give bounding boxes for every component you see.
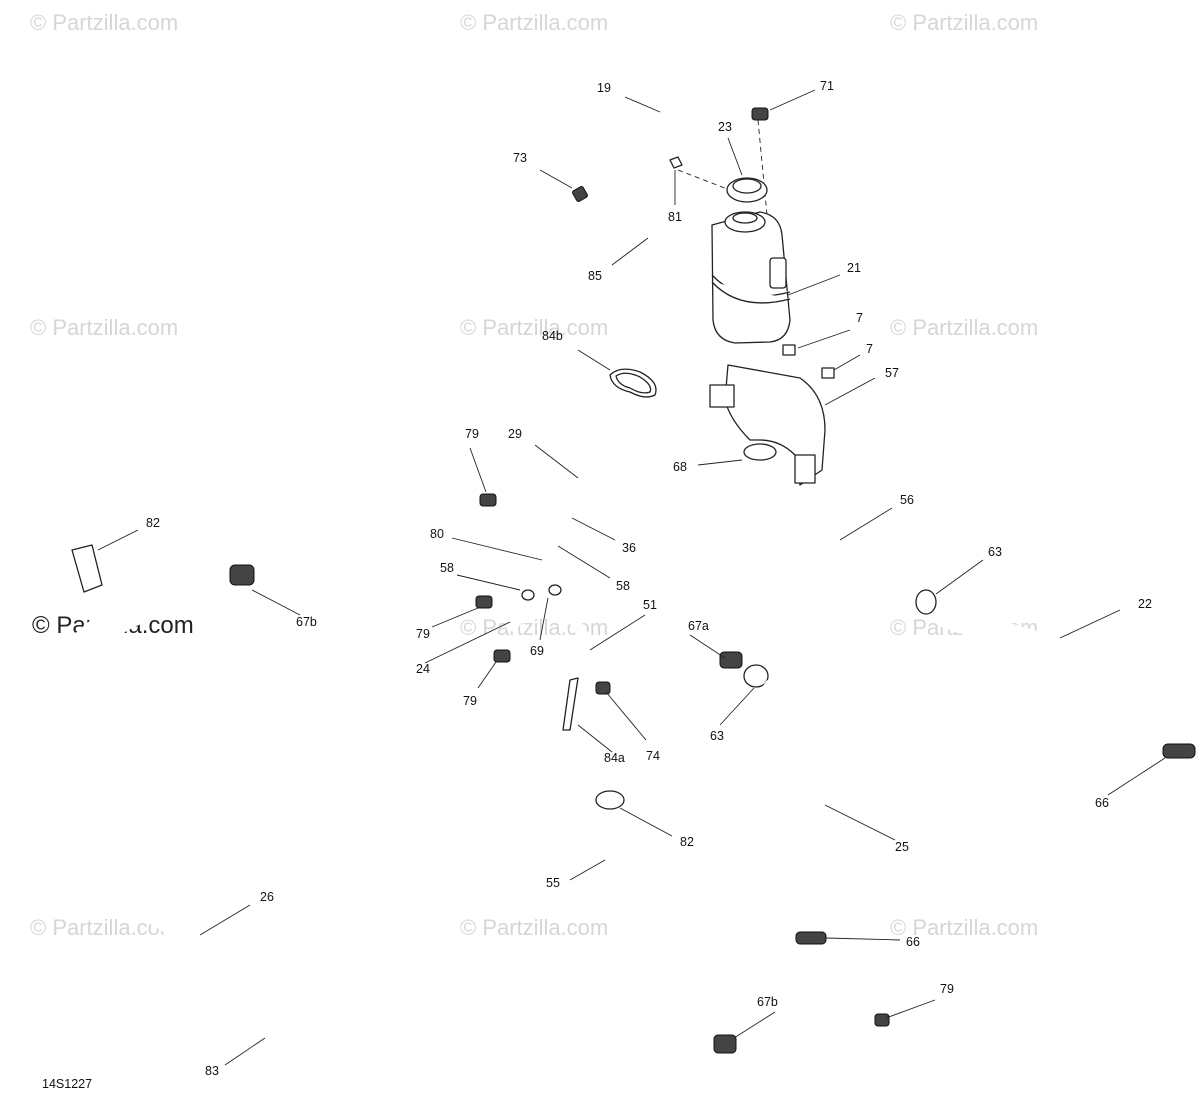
hose-36 (497, 478, 580, 533)
callout-labels: 19 71 23 73 81 21 85 7 7 84b 57 79 29 68… (146, 79, 1152, 1078)
watermark: © Partzilla.com (460, 915, 608, 940)
callout-7b: 7 (866, 342, 873, 356)
callout-57: 57 (885, 366, 899, 380)
callout-66b: 66 (906, 935, 920, 949)
callout-79d: 79 (940, 982, 954, 996)
hose-19 (581, 36, 765, 192)
clamp-63b (743, 664, 769, 688)
watermark: © Partzilla.com (460, 10, 608, 35)
callout-69: 69 (530, 644, 544, 658)
clamp-63a (915, 589, 937, 615)
watermark: © Partzilla.com (30, 10, 178, 35)
clamp-66a (1162, 743, 1196, 759)
clamp-66b (795, 931, 827, 945)
callout-67b-a: 67b (296, 615, 317, 629)
callout-82b: 82 (680, 835, 694, 849)
leader-lines (97, 89, 1166, 1066)
callout-63a: 63 (988, 545, 1002, 559)
tee-80 (530, 540, 564, 600)
callout-21: 21 (847, 261, 861, 275)
callout-56: 56 (900, 493, 914, 507)
callout-63b: 63 (710, 729, 724, 743)
callout-80: 80 (430, 527, 444, 541)
callout-84a: 84a (604, 751, 625, 765)
clamp-82b (595, 790, 625, 810)
watermarks: © Partzilla.com © Partzilla.com © Partzi… (30, 10, 1038, 940)
callout-84b: 84b (542, 329, 563, 343)
clamp-71 (751, 107, 769, 121)
callout-83: 83 (205, 1064, 219, 1078)
hose-56 (748, 476, 841, 662)
clamp-79a (479, 493, 497, 507)
callout-51: 51 (643, 598, 657, 612)
watermark: © Partzilla.com (460, 315, 608, 340)
callout-68: 68 (673, 460, 687, 474)
clamp-73 (572, 186, 588, 202)
reservoir-21 (711, 211, 791, 344)
watermark: © Partzilla.com (890, 915, 1038, 940)
callout-26: 26 (260, 890, 274, 904)
callout-67b-b: 67b (757, 995, 778, 1009)
elbow-29 (570, 470, 600, 496)
watermark: © Partzilla.com (890, 315, 1038, 340)
callout-81: 81 (668, 210, 682, 224)
clamp-68 (743, 443, 777, 461)
watermark: © Partzilla.com (30, 315, 178, 340)
hose-25 (762, 677, 908, 918)
callout-66a: 66 (1095, 796, 1109, 810)
seal-84b (609, 368, 657, 398)
clamp-58a (521, 589, 535, 601)
callout-25: 25 (895, 840, 909, 854)
clamp-67b-b (713, 1034, 737, 1054)
clamp-74 (595, 681, 611, 695)
callout-74: 74 (646, 749, 660, 763)
callout-22: 22 (1138, 597, 1152, 611)
seal-82a (71, 544, 103, 593)
callout-36: 36 (622, 541, 636, 555)
clamp-79c (493, 649, 511, 663)
hose-83 (131, 966, 454, 1059)
clamp-79d (874, 1013, 890, 1027)
connector-81 (669, 156, 683, 169)
clamp-67b-a (229, 564, 255, 586)
diagram-code: 14S1227 (42, 1077, 92, 1091)
bracket-57 (709, 364, 826, 486)
hose-24 (505, 593, 535, 632)
hose-55 (504, 657, 888, 1023)
callout-55: 55 (546, 876, 560, 890)
callout-73: 73 (513, 151, 527, 165)
callout-71: 71 (820, 79, 834, 93)
callout-29: 29 (508, 427, 522, 441)
callout-7a: 7 (856, 311, 863, 325)
callout-67a: 67a (688, 619, 709, 633)
callout-58a: 58 (440, 561, 454, 575)
callout-79a: 79 (465, 427, 479, 441)
nut-7a (782, 344, 796, 356)
cap-23 (726, 177, 768, 203)
hose-51 (559, 594, 646, 703)
callout-19: 19 (597, 81, 611, 95)
assembly-line (757, 119, 776, 301)
hose-85 (630, 151, 675, 398)
clamp-69 (548, 584, 562, 596)
callout-58b: 58 (616, 579, 630, 593)
callout-79c: 79 (463, 694, 477, 708)
hose-22 (932, 602, 1193, 733)
nut-7b (821, 367, 835, 379)
hose-26 (33, 577, 705, 1060)
assembly-line (677, 169, 736, 193)
callout-23: 23 (718, 120, 732, 134)
clamp-67a (719, 651, 743, 669)
callout-82a: 82 (146, 516, 160, 530)
clamp-79b (475, 595, 493, 609)
seal-84a (562, 677, 579, 731)
callout-24: 24 (416, 662, 430, 676)
watermark: © Partzilla.com (890, 10, 1038, 35)
callout-85: 85 (588, 269, 602, 283)
callout-79b: 79 (416, 627, 430, 641)
